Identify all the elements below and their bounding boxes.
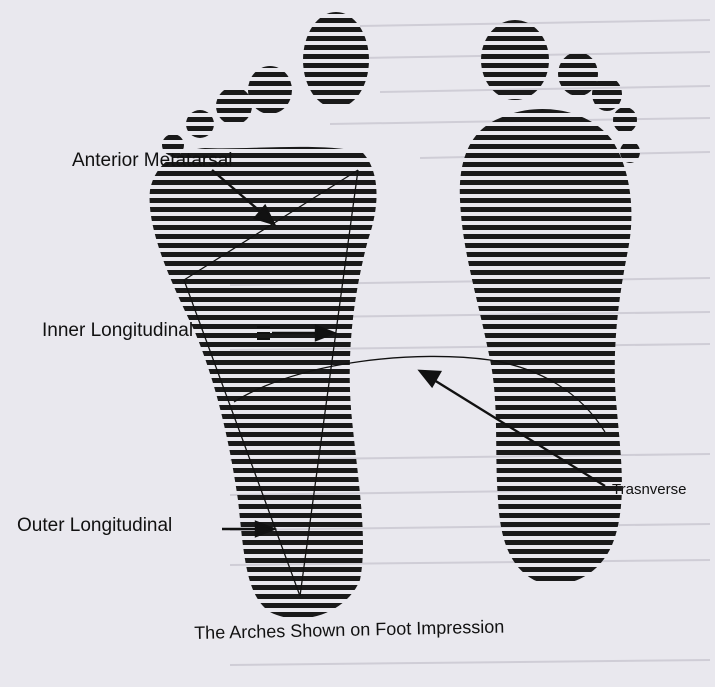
label-inner-longitudinal: Inner Longitudinal <box>42 321 193 340</box>
arrow-head-transverse <box>420 371 440 386</box>
label-transverse: Trasnverse <box>612 482 686 497</box>
label-anterior-metatarsal: Anterior Metatarsal <box>72 151 233 170</box>
label-outer-longitudinal: Outer Longitudinal <box>17 516 172 535</box>
right-foot-impression <box>450 10 650 600</box>
